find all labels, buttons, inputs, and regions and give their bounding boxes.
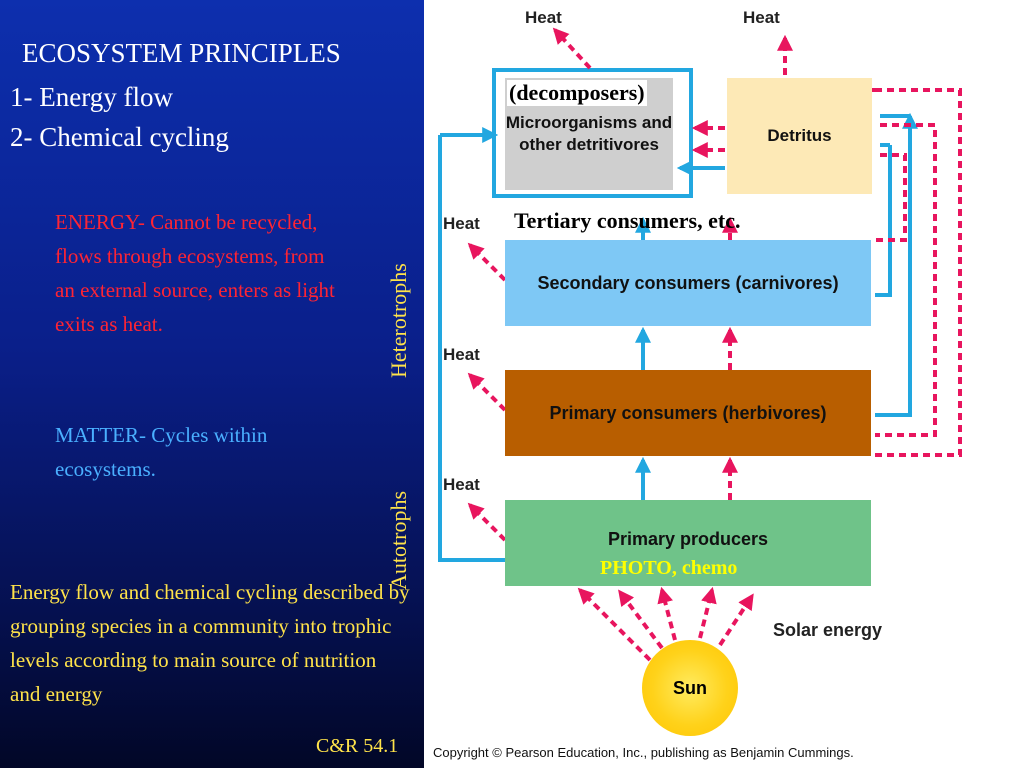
summary-text: Energy flow and chemical cycling describ… xyxy=(10,580,410,706)
solar-energy-label: Solar energy xyxy=(773,620,883,640)
copyright-text: Copyright © Pearson Education, Inc., pub… xyxy=(433,745,854,760)
autotrophs-label: Autotrophs xyxy=(386,491,411,590)
slide-left-panel: ECOSYSTEM PRINCIPLES 1- Energy flow 2- C… xyxy=(0,0,424,768)
reference-label: C&R 54.1 xyxy=(316,735,399,757)
energy-flow-arrows xyxy=(467,27,962,662)
heat-label-primary: Heat xyxy=(443,345,480,364)
primary-consumers-box: Primary consumers (herbivores) xyxy=(505,370,871,456)
sun: Sun xyxy=(642,640,738,736)
heat-label-detritus: Heat xyxy=(743,8,780,27)
detritus-box: Detritus xyxy=(727,78,872,194)
chemical-cycling-arrows xyxy=(438,112,918,562)
principle-chemical-cycling: 2- Chemical cycling xyxy=(10,122,229,152)
slide-title: ECOSYSTEM PRINCIPLES xyxy=(22,38,341,68)
tertiary-consumers-annotation: Tertiary consumers, etc. xyxy=(514,208,741,233)
sun-label: Sun xyxy=(673,677,707,698)
decomposers-outline xyxy=(492,68,693,198)
heat-label-producers: Heat xyxy=(443,475,480,494)
matter-description: MATTER- Cycles within ecosystems. xyxy=(55,423,268,481)
heterotrophs-label: Heterotrophs xyxy=(386,263,411,378)
secondary-consumers-box: Secondary consumers (carnivores) xyxy=(505,240,871,326)
photo-chemo-annotation: PHOTO, chemo xyxy=(600,557,738,579)
decomposers-annotation: (decomposers) xyxy=(507,80,647,106)
primary-producers-box: Primary producers xyxy=(505,500,871,586)
heat-label-decomposers: Heat xyxy=(525,8,562,27)
principle-energy-flow: 1- Energy flow xyxy=(10,82,173,112)
heat-label-secondary: Heat xyxy=(443,214,480,233)
energy-description: ENERGY- Cannot be recycled, flows throug… xyxy=(55,210,335,336)
